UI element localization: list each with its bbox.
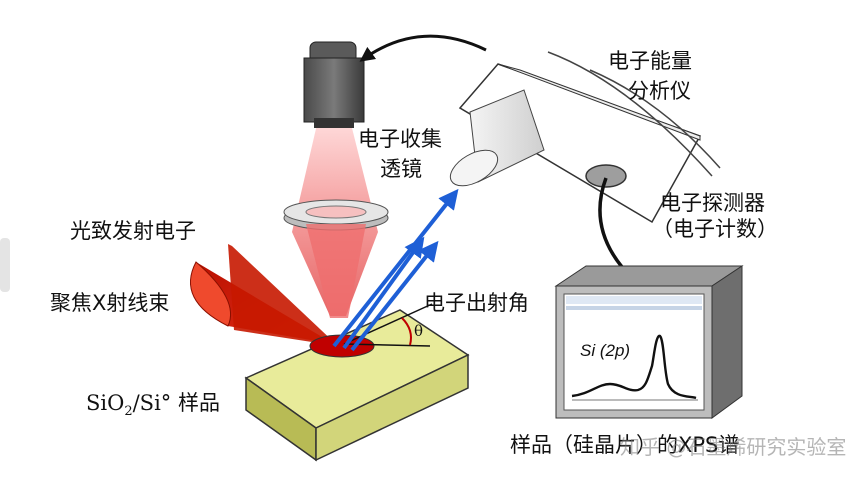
collection-lens-label-line1: 电子收集 xyxy=(358,127,442,151)
xray-cone xyxy=(189,244,338,346)
analyzer-label-line2: 分析仪 xyxy=(628,79,691,103)
photoelectrons-label: 光致发射电子 xyxy=(70,219,196,243)
sample-label-prefix: SiO xyxy=(86,391,125,415)
collection-lens-label-line2: 透镜 xyxy=(380,157,422,181)
spectrum-title: Si (2p) xyxy=(580,341,631,360)
spectrum-curve xyxy=(571,334,697,400)
emitted-electrons xyxy=(332,188,459,352)
top-source-camera xyxy=(303,41,365,128)
collection-lens xyxy=(449,89,545,187)
sample-label-suffix: /Si° 样品 xyxy=(132,391,220,415)
analyzer-label-line1: 电子能量 xyxy=(608,49,692,73)
watermark: 知乎 @石墨烯研究实验室 xyxy=(620,435,847,459)
bottom-caption: 样品（硅晶片）的XPS谱 xyxy=(510,433,740,457)
left-edge-fragment xyxy=(0,238,10,292)
detector-label-line2: （电子计数） xyxy=(652,217,778,241)
takeoff-angle-label: 电子出射角 xyxy=(424,291,529,315)
sample-block xyxy=(244,309,470,462)
theta-label: θ xyxy=(414,322,424,340)
focused-beam xyxy=(306,224,366,318)
rotation-arrow xyxy=(359,34,487,62)
spectrum-monitor xyxy=(554,265,744,419)
xray-beam-label: 聚焦X射线束 xyxy=(50,291,170,315)
sample-label: SiO2/Si° 样品 xyxy=(86,390,220,425)
detector-port xyxy=(585,164,627,188)
detector-label-line1: 电子探测器 xyxy=(660,191,765,215)
sample-label-subscript: 2 xyxy=(124,404,133,420)
